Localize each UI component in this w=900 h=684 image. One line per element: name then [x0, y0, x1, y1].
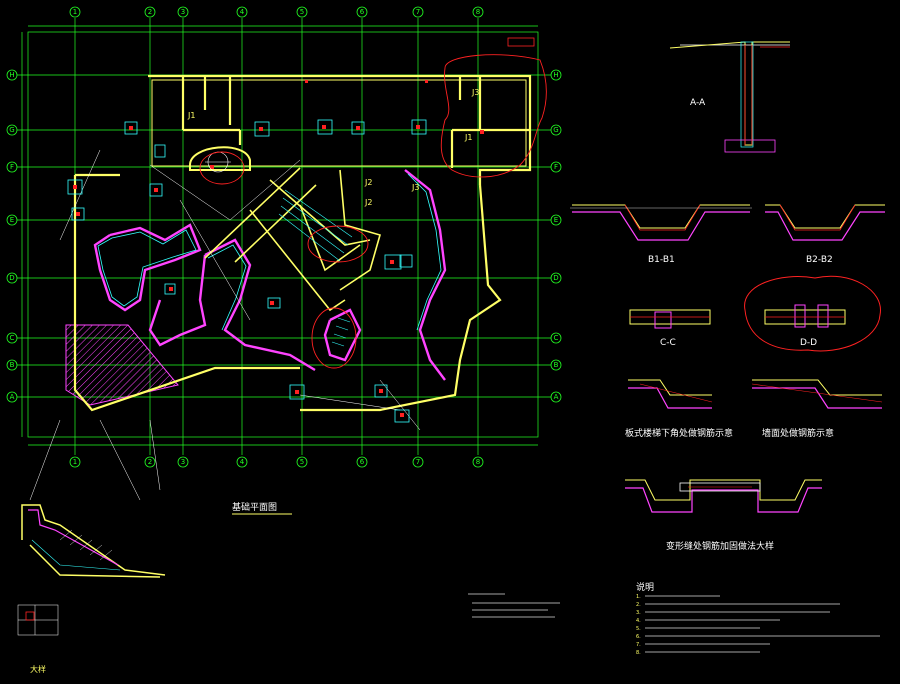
stair-detail — [21, 504, 166, 578]
axis-bubbles-right — [550, 69, 562, 403]
axis-labels: 1 2 3 4 5 6 7 8 1 2 3 4 5 6 7 8 H G F E … — [9, 8, 558, 466]
section-label-cc: C-C — [660, 338, 676, 348]
footing-mark: J1 — [187, 111, 195, 120]
column-footings — [67, 119, 427, 423]
detail-label: 大样 — [30, 664, 46, 674]
col-label: 5 — [300, 8, 304, 16]
notes-text-lines — [645, 595, 880, 653]
row-label: G — [9, 126, 14, 134]
footing-mark: J3 — [471, 88, 479, 97]
row-label: E — [554, 216, 558, 224]
note-line: 5. — [636, 626, 641, 632]
col-label: 7 — [416, 8, 420, 16]
row-label: F — [554, 163, 558, 171]
row-label: F — [10, 163, 14, 171]
col-label: 4 — [240, 8, 245, 16]
hatched-zone — [65, 324, 179, 406]
col-label: 1 — [73, 8, 77, 16]
col-label: 1 — [73, 458, 77, 466]
col-label: 6 — [360, 8, 365, 16]
row-label: D — [553, 274, 558, 282]
row-label: G — [553, 126, 558, 134]
slab-detail-2 — [751, 379, 883, 409]
section-label-b2: B2-B2 — [806, 255, 833, 265]
row-label: C — [10, 334, 15, 342]
note-line: 2. — [636, 602, 641, 608]
mini-detail — [17, 604, 59, 636]
col-label: 4 — [240, 458, 245, 466]
axis-bubbles-top — [69, 6, 484, 18]
col-label: 2 — [148, 8, 152, 16]
note-line: 8. — [636, 650, 641, 656]
mini-detail-core — [25, 611, 35, 621]
revision-clouds — [199, 54, 547, 369]
note-line: 7. — [636, 642, 641, 648]
col-label: 8 — [476, 458, 480, 466]
joint-detail-title: 变形缝处钢筋加固做法大样 — [666, 540, 774, 552]
joint-detail — [625, 479, 822, 513]
plan-marks: J1 J1 J2 J2 J3 J3 — [187, 88, 479, 207]
middle-notes — [468, 593, 560, 618]
row-label: C — [554, 334, 559, 342]
axis-bubbles-bottom — [69, 456, 484, 468]
slab-note-2: 墙面处做钢筋示意 — [762, 427, 834, 439]
note-line: 4. — [636, 618, 641, 624]
section-label-dd: D-D — [800, 338, 817, 348]
section-b2 — [765, 204, 885, 241]
footing-mark: J2 — [364, 198, 372, 207]
notes-title: 说明 — [636, 581, 654, 593]
col-label: 5 — [300, 458, 304, 466]
row-label: A — [10, 393, 15, 401]
row-label: E — [10, 216, 14, 224]
col-label: 6 — [360, 458, 365, 466]
diagonal-ramps — [204, 167, 381, 312]
col-label: 3 — [181, 458, 185, 466]
note-line: 1. — [636, 594, 641, 600]
foundation-walls — [73, 74, 532, 412]
axis-bubbles-left — [6, 69, 18, 403]
row-label: B — [10, 361, 15, 369]
slab-note-1: 板式楼梯下角处做钢筋示意 — [625, 427, 733, 439]
plan-title: 基础平面图 — [232, 501, 277, 513]
leader-lines — [29, 149, 421, 501]
row-label: B — [554, 361, 559, 369]
row-label: A — [554, 393, 559, 401]
section-a-a — [669, 41, 790, 153]
footing-mark: J1 — [464, 133, 472, 142]
curved-walls-cyan — [97, 173, 442, 331]
col-label: 2 — [148, 458, 152, 466]
col-label: 7 — [416, 458, 420, 466]
general-notes: 说明 1. 2. 3. 4. 5. 6. 7. 8. — [636, 581, 654, 656]
slab-detail-1 — [628, 379, 713, 409]
footing-mark: J3 — [411, 183, 419, 192]
column-points — [73, 80, 484, 417]
section-label-aa: A-A — [690, 98, 706, 108]
section-b1 — [570, 204, 752, 241]
row-label: H — [553, 71, 558, 79]
col-label: 8 — [476, 8, 480, 16]
row-label: H — [9, 71, 14, 79]
section-d-d — [744, 275, 881, 352]
footing-mark: J2 — [364, 178, 372, 187]
note-line: 6. — [636, 634, 641, 640]
curved-walls — [93, 169, 447, 381]
section-label-b1: B1-B1 — [648, 255, 675, 265]
revision-tag — [507, 37, 535, 47]
note-line: 3. — [636, 610, 641, 616]
col-label: 3 — [181, 8, 185, 16]
row-label: D — [9, 274, 14, 282]
section-c-c — [629, 309, 711, 329]
